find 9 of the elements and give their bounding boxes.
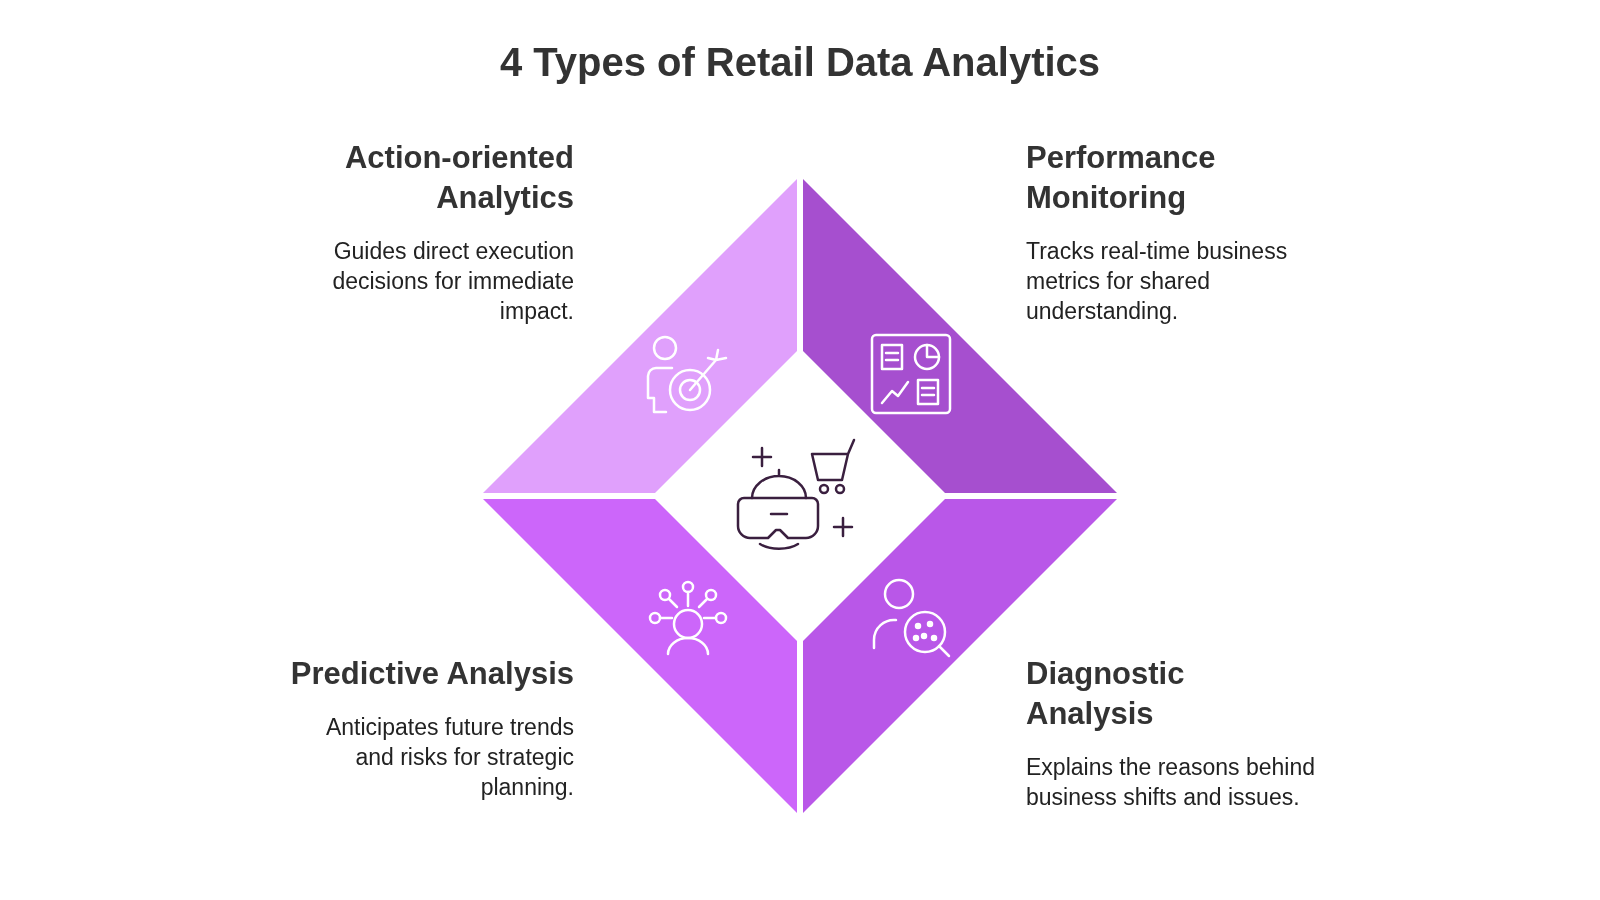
title: 4 Types of Retail Data Analytics — [498, 40, 1102, 85]
description-text: Explains the reasons behind business shifts and issues. — [1026, 753, 1316, 812]
description-text: Anticipates future trends and risks for strategic planning. — [324, 713, 574, 802]
section-heading: Diagnostic Analysis — [1026, 655, 1186, 733]
section-heading: Performance Monitoring — [1026, 139, 1217, 217]
section-heading: Action-oriented Analytics — [343, 139, 574, 217]
description-text: Guides direct execution decisions for immediate impact. — [331, 237, 574, 326]
section-heading: Predictive Analysis — [289, 655, 574, 693]
description-text: Tracks real-time business metrics for shared understanding. — [1026, 237, 1289, 326]
